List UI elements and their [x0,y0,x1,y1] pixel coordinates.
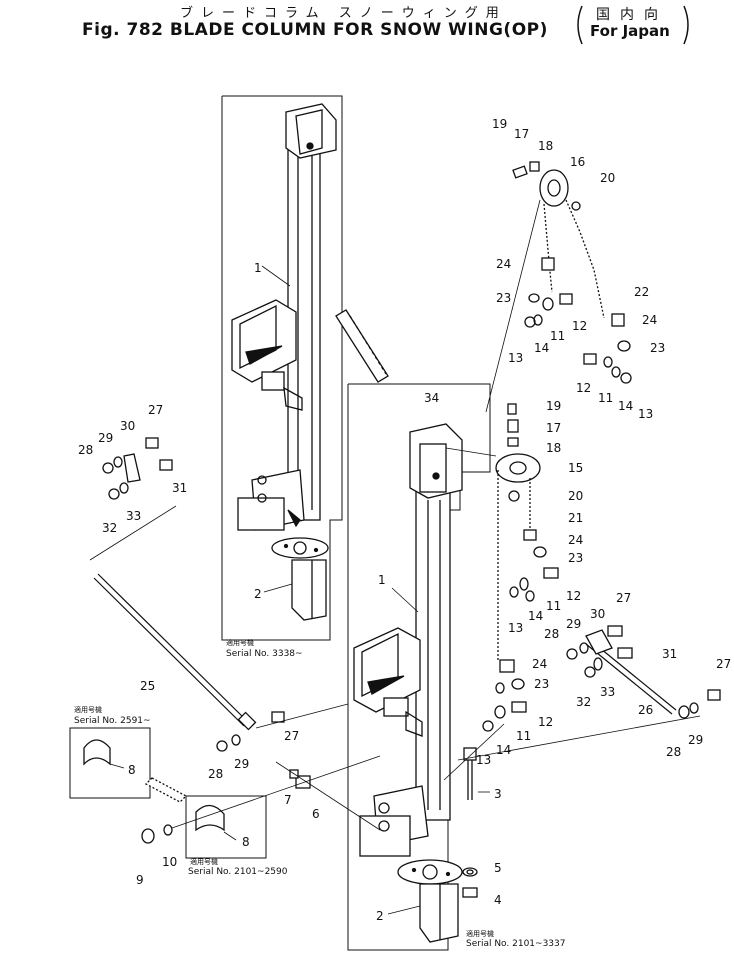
callout-11-top-left: 11 [550,329,565,343]
callout-26: 26 [638,703,653,717]
callout-23-top-right: 23 [650,341,665,355]
callout-24-top-left: 24 [496,257,511,271]
callout-24-low: 24 [532,657,547,671]
callout-4: 4 [494,893,502,907]
callout-32-left: 32 [102,521,117,535]
callout-14-low: 14 [496,743,511,757]
serial-note-left-top-jp: 適用号機 [74,705,102,714]
callout-27-left: 27 [148,403,163,417]
callout-2-upper: 2 [254,587,262,601]
callout-11-top-right: 11 [598,391,613,405]
callout-30-left: 30 [120,419,135,433]
callout-30-right: 30 [590,607,605,621]
callout-29-right: 29 [566,617,581,631]
callout-14-top-left: 14 [534,341,549,355]
callout-23-top-left: 23 [496,291,511,305]
serial-note-left-top: Serial No. 2591~ [74,716,151,726]
callout-13-top-right: 13 [638,407,653,421]
callout-20-mid: 20 [568,489,583,503]
callout-11-low: 11 [516,729,531,743]
callout-34: 34 [424,391,439,405]
callout-23-low: 23 [534,677,549,691]
callout-10: 10 [162,855,177,869]
callout-25: 25 [140,679,155,693]
region-bracket [577,5,689,45]
callout-28-mid: 28 [208,767,223,781]
callout-5: 5 [494,861,502,875]
callout-1-main: 1 [378,573,386,587]
callout-29-mid: 29 [234,757,249,771]
callout-8-top: 8 [128,763,136,777]
callout-11-mid: 11 [546,599,561,613]
callout-7: 7 [284,793,292,807]
callout-14-top-right: 14 [618,399,633,413]
callout-27-far-right: 27 [716,657,731,671]
callout-12-low: 12 [538,715,553,729]
callout-8-bottom: 8 [242,835,250,849]
callout-6: 6 [312,807,320,821]
region-label-japanese: 国内向 [596,7,668,23]
callout-16: 16 [570,155,585,169]
callout-28-far-right: 28 [666,745,681,759]
callout-17-top: 17 [514,127,529,141]
callout-29-far-right: 29 [688,733,703,747]
callout-28-left: 28 [78,443,93,457]
callout-9: 9 [136,873,144,887]
callout-33-left: 33 [126,509,141,523]
callout-21: 21 [568,511,583,525]
callout-18-top: 18 [538,139,553,153]
callout-31-left: 31 [172,481,187,495]
callout-24-mid: 24 [568,533,583,547]
callout-2-main: 2 [376,909,384,923]
callout-17-mid: 17 [546,421,561,435]
serial-note-upper: Serial No. 3338~ [226,649,303,659]
callout-24-top-right: 24 [642,313,657,327]
callout-13-top-left: 13 [508,351,523,365]
callout-31-right: 31 [662,647,677,661]
callout-29-left: 29 [98,431,113,445]
callout-1-upper: 1 [254,261,262,275]
serial-note-bottom: Serial No. 2101~3337 [466,939,565,949]
figure-title: Fig. 782 BLADE COLUMN FOR SNOW WING(OP) [82,20,548,40]
callout-27-mid: 27 [284,729,299,743]
region-label: For Japan [590,22,670,40]
callout-19-top: 19 [492,117,507,131]
callout-27-right: 27 [616,591,631,605]
serial-note-left-bottom: Serial No. 2101~2590 [188,867,288,877]
serial-note-bottom-jp: 適用号機 [466,929,494,938]
callout-13-low: 13 [476,753,491,767]
callout-12-top-left: 12 [572,319,587,333]
callout-12-mid: 12 [566,589,581,603]
callout-3: 3 [494,787,502,801]
callout-23-mid: 23 [568,551,583,565]
callout-15: 15 [568,461,583,475]
callout-32-right: 32 [576,695,591,709]
callout-13-mid: 13 [508,621,523,635]
callout-20-top: 20 [600,171,615,185]
callout-28-right: 28 [544,627,559,641]
serial-note-left-bottom-jp: 適用号機 [190,857,218,866]
callout-18-mid: 18 [546,441,561,455]
callout-22: 22 [634,285,649,299]
callout-12-top-right: 12 [576,381,591,395]
callout-19-mid: 19 [546,399,561,413]
callout-14-mid: 14 [528,609,543,623]
figure-title-japanese: ブレードコラム スノーウィング用 [180,6,507,21]
serial-note-upper-jp: 適用号機 [226,638,254,647]
callout-33-right: 33 [600,685,615,699]
